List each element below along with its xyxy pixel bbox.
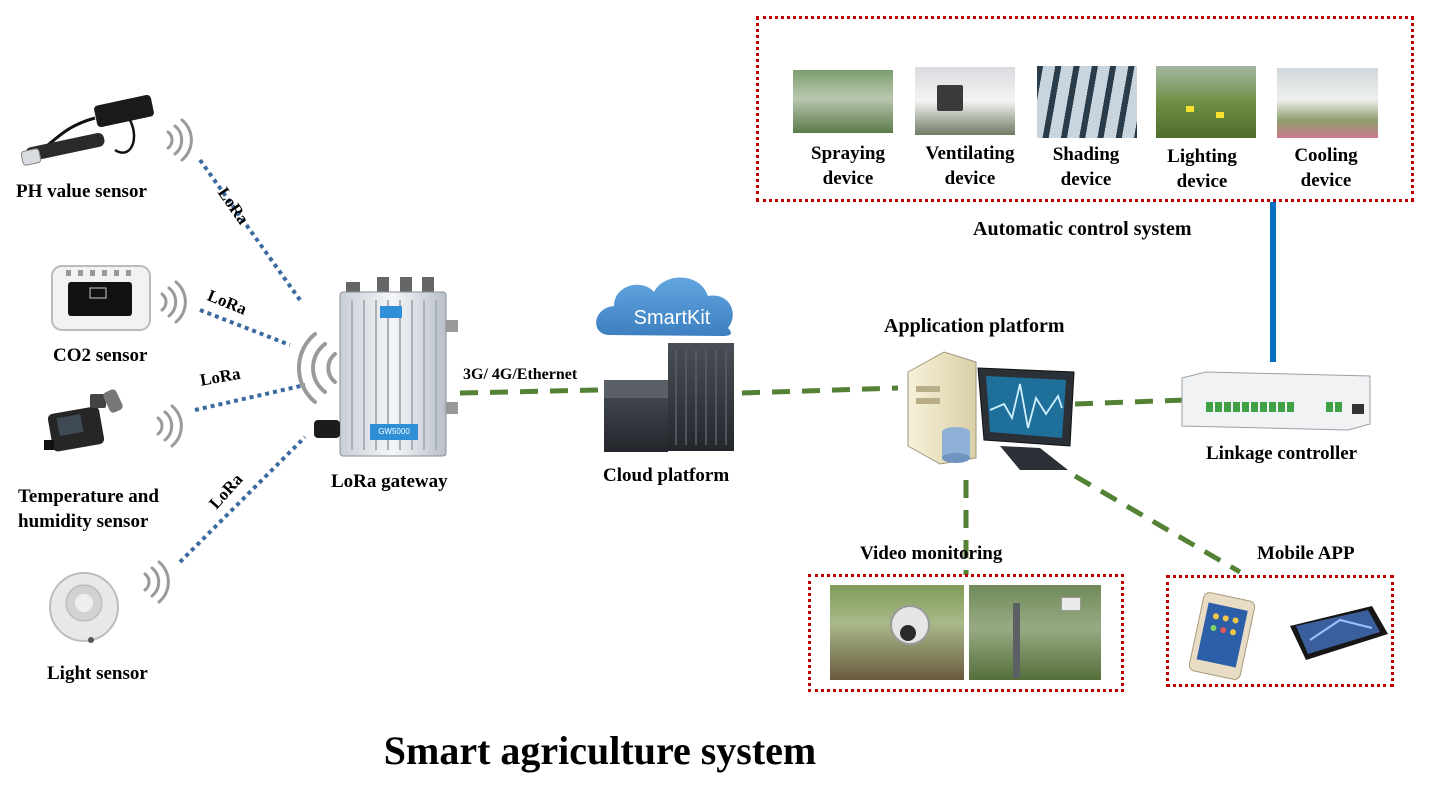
video-camera-photo-1 xyxy=(830,585,964,680)
device-label-lighting: Lighting device xyxy=(1167,146,1237,192)
lora-link-light xyxy=(178,435,307,564)
linkage-controller-icon xyxy=(1181,371,1371,431)
gateway-badge: GW5000 xyxy=(378,427,410,436)
lora-link-co2 xyxy=(199,308,291,347)
temperature-humidity-label-line2: humidity sensor xyxy=(18,511,149,532)
linkage-controller-label: Linkage controller xyxy=(1206,443,1358,464)
temperature-humidity-label-line1: Temperature and xyxy=(18,486,159,507)
ventilating-device-photo xyxy=(915,67,1015,135)
application-pc-icon xyxy=(907,351,1075,470)
gateway-label: LoRa gateway xyxy=(331,471,448,492)
cloud-server-icon xyxy=(604,343,734,452)
link-cloud-app xyxy=(741,385,899,396)
video-monitoring-frame xyxy=(808,574,1124,692)
temperature-humidity-sensor-icon xyxy=(44,389,123,452)
automatic-control-label: Automatic control system xyxy=(973,218,1192,240)
temperature-humidity-sensor-label: Temperature and humidity sensor xyxy=(18,484,159,534)
lora-gateway-icon xyxy=(314,277,458,457)
lora-links xyxy=(178,158,307,564)
backbone-links xyxy=(459,385,1242,575)
cloud-brand: SmartKit xyxy=(633,307,711,329)
lora-link-ph xyxy=(198,158,302,302)
device-label-cooling: Cooling device xyxy=(1294,145,1358,191)
cloud-icon xyxy=(596,277,733,336)
wireless-signal-icons xyxy=(143,118,337,604)
page-title: Smart agriculture system xyxy=(383,728,817,773)
tablet-icon xyxy=(1290,606,1388,660)
spraying-device-photo xyxy=(793,70,893,133)
gateway-uplink-label: 3G/ 4G/Ethernet xyxy=(463,366,578,383)
cooling-device-photo xyxy=(1277,68,1378,138)
shading-device-photo xyxy=(1037,66,1137,138)
device-label-ventilating: Ventilating device xyxy=(925,143,1015,189)
video-camera-photo-2 xyxy=(969,585,1101,680)
application-platform-label: Application platform xyxy=(884,315,1065,337)
automatic-control-frame xyxy=(756,16,1414,202)
lora-link-temp xyxy=(194,383,306,412)
device-label-shading: Shading device xyxy=(1052,144,1120,190)
lighting-device-photo xyxy=(1156,66,1256,138)
ph-sensor-icon xyxy=(20,94,154,166)
mobile-app-frame xyxy=(1166,575,1394,687)
light-sensor-label: Light sensor xyxy=(47,663,148,684)
link-app-linkage xyxy=(1074,397,1186,407)
smartphone-icon xyxy=(1188,592,1256,680)
cloud-platform-label: Cloud platform xyxy=(603,465,730,486)
device-label-spraying: Spraying device xyxy=(811,143,885,189)
light-sensor-icon xyxy=(49,572,119,643)
video-monitoring-label: Video monitoring xyxy=(860,543,1003,564)
link-app-mobile xyxy=(1073,473,1242,575)
link-gateway-cloud xyxy=(459,387,599,396)
co2-sensor-label: CO2 sensor xyxy=(53,345,148,366)
co2-sensor-icon xyxy=(51,265,151,331)
ph-sensor-label: PH value sensor xyxy=(16,181,147,202)
mobile-app-label: Mobile APP xyxy=(1257,543,1355,564)
